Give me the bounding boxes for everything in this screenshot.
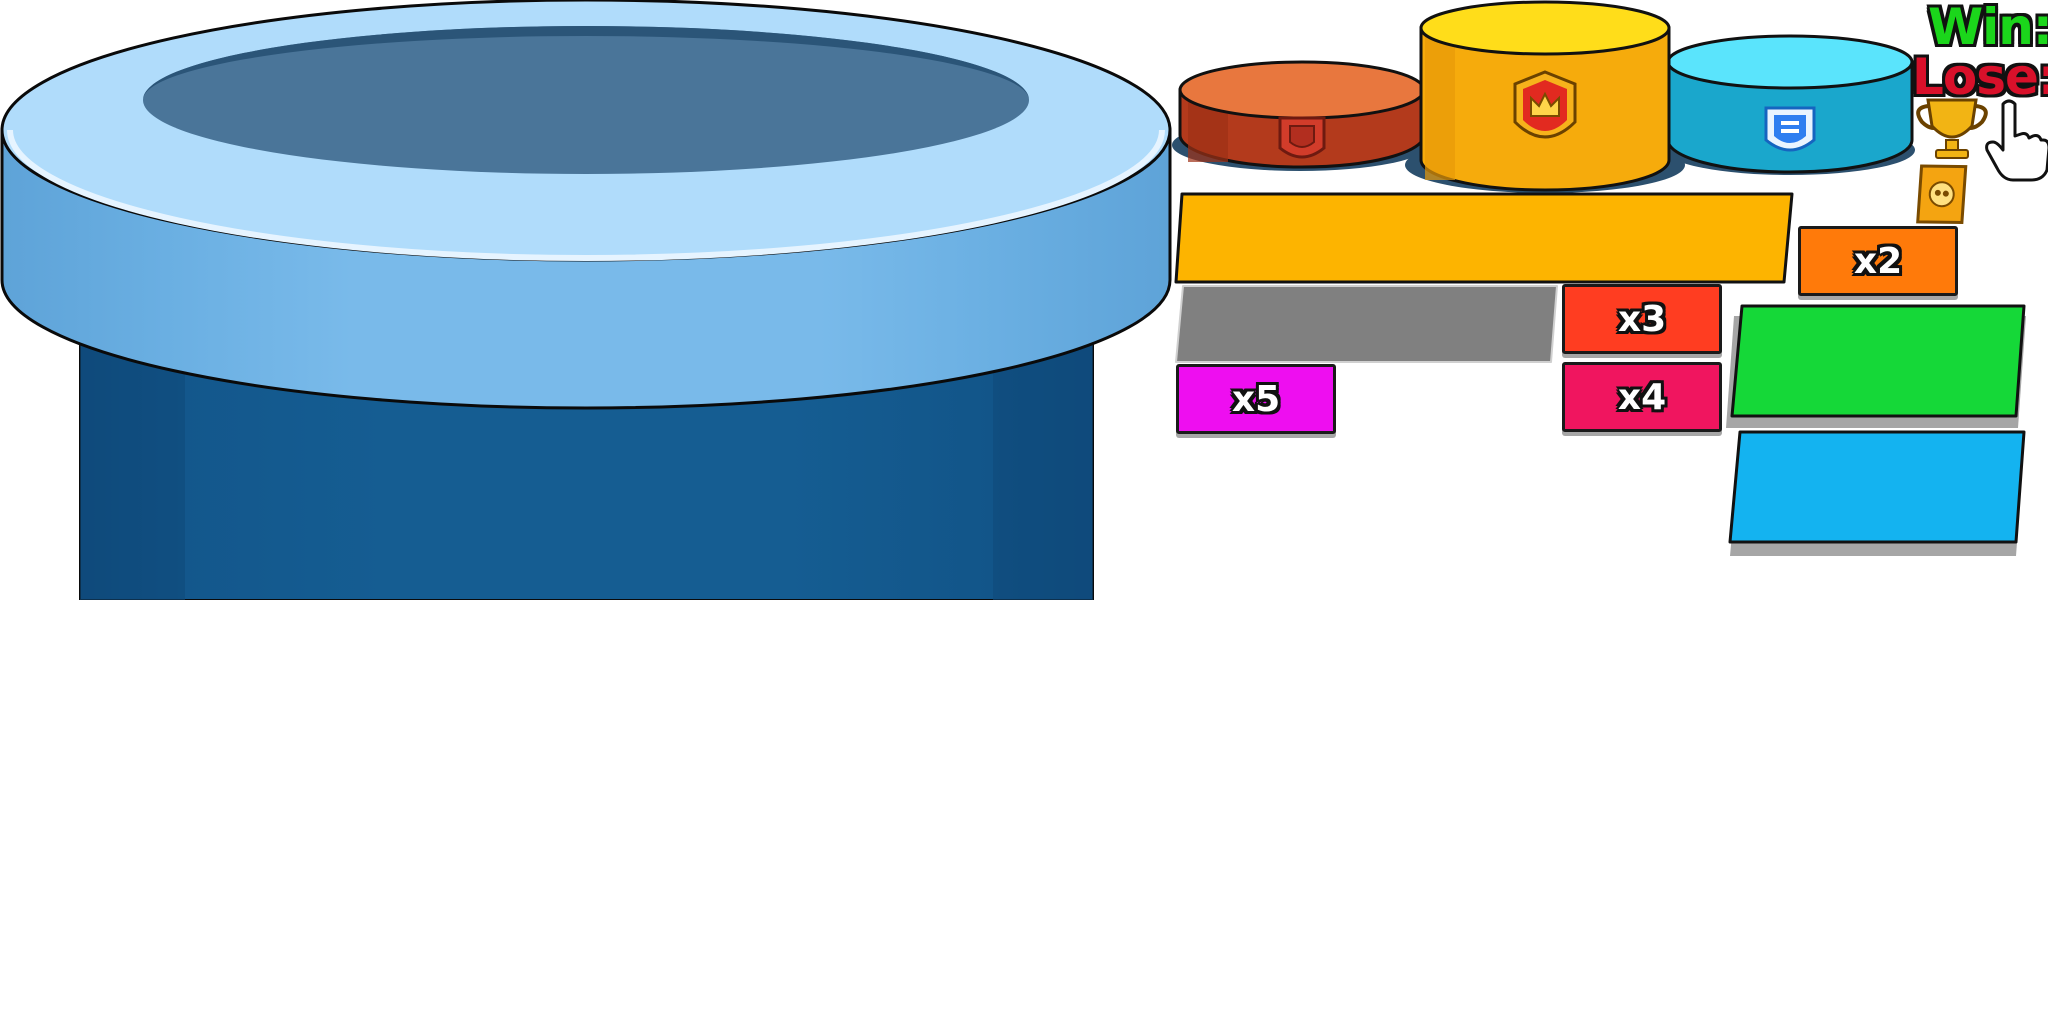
blue-shield-icon [1764, 106, 1816, 152]
multiplier-label: x2 [1853, 240, 1903, 282]
bronze-tier[interactable] [1178, 60, 1426, 169]
blue-button[interactable] [1728, 430, 2026, 544]
multiplier-x3[interactable]: x3 [1562, 284, 1722, 354]
win-label: Win: [1928, 0, 2048, 56]
multiplier-label: x5 [1231, 378, 1281, 420]
green-button[interactable] [1730, 304, 2026, 418]
multiplier-x2[interactable]: x2 [1798, 226, 1958, 296]
blue-tier[interactable] [1666, 34, 1914, 174]
multiplier-x5[interactable]: x5 [1176, 364, 1336, 434]
gold-tier[interactable] [1419, 0, 1671, 192]
pointer-hand-icon [1985, 99, 2048, 182]
multiplier-x4[interactable]: x4 [1562, 362, 1722, 432]
crown-shield-icon [1513, 70, 1577, 139]
pipe-opening [143, 26, 1029, 174]
shield-icon [1278, 116, 1326, 159]
multiplier-label: x3 [1617, 298, 1667, 340]
multiplier-label: x4 [1617, 376, 1667, 418]
trophy-icon [1916, 98, 1988, 159]
gray-bar [1175, 285, 1558, 363]
yellow-bar [1174, 192, 1794, 284]
ticket-icon [1916, 164, 1968, 225]
right-icons [1916, 98, 2048, 225]
pipe [0, 0, 1172, 600]
lose-label: Lose: [1912, 48, 2048, 106]
panels [1174, 192, 2026, 556]
tier-pedestals [1172, 0, 1915, 193]
